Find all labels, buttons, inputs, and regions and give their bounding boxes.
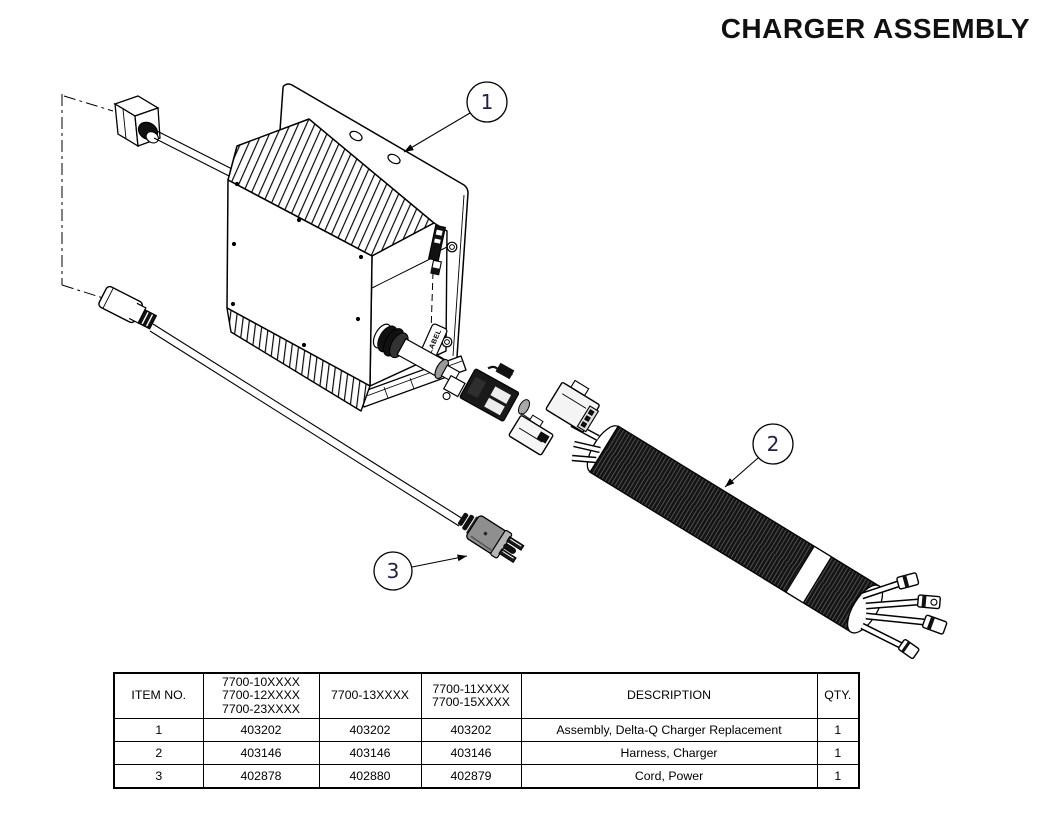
page-title: CHARGER ASSEMBLY bbox=[720, 13, 1030, 44]
cell-part-a: 403202 bbox=[202, 718, 320, 742]
callout-1-number: 1 bbox=[481, 90, 494, 114]
parts-table-container: ITEM NO. 7700-10XXXX 7700-12XXXX 7700-23… bbox=[113, 672, 860, 789]
col-header-models-c: 7700-11XXXX 7700-15XXXX bbox=[420, 672, 522, 719]
cell-part-c: 402879 bbox=[420, 764, 522, 789]
col-header-qty: QTY. bbox=[816, 672, 860, 719]
charger-harness bbox=[508, 379, 948, 660]
iec-connector bbox=[98, 285, 158, 330]
cell-item-no: 1 bbox=[113, 718, 204, 742]
col-header-models-b: 7700-13XXXX bbox=[318, 672, 422, 719]
cell-part-a: 403146 bbox=[202, 741, 320, 765]
harness-terminals bbox=[860, 572, 948, 660]
cell-part-b: 403146 bbox=[318, 741, 422, 765]
front-face-bolts bbox=[230, 181, 364, 348]
charger-bottom-fins bbox=[226, 307, 371, 412]
table-row: 2 403146 403146 403146 Harness, Charger … bbox=[113, 741, 860, 765]
callout-2-number: 2 bbox=[767, 432, 780, 456]
table-row: 1 403202 403202 403202 Assembly, Delta-Q… bbox=[113, 718, 860, 742]
upper-cord-connector bbox=[113, 95, 237, 179]
charger-connector-window bbox=[427, 224, 447, 262]
callout-1-bubble bbox=[466, 81, 508, 123]
charger-led-window bbox=[430, 259, 443, 276]
table-row: 3 402878 402880 402879 Cord, Power 1 bbox=[113, 764, 860, 789]
cell-description: Harness, Charger bbox=[520, 741, 818, 765]
callout-2-bubble bbox=[752, 423, 794, 465]
corrugated-tube bbox=[586, 425, 884, 634]
parts-table: ITEM NO. 7700-10XXXX 7700-12XXXX 7700-23… bbox=[113, 672, 860, 789]
callout-1: 1 bbox=[403, 81, 508, 153]
table-header-row: ITEM NO. 7700-10XXXX 7700-12XXXX 7700-23… bbox=[113, 672, 860, 719]
plug-prongs bbox=[498, 535, 525, 564]
harness-connectors bbox=[508, 379, 601, 464]
alignment-centerline bbox=[61, 94, 114, 299]
col-header-description: DESCRIPTION bbox=[520, 672, 818, 719]
cell-item-no: 3 bbox=[113, 764, 204, 789]
cell-part-c: 403146 bbox=[420, 741, 522, 765]
col-header-models-a: 7700-10XXXX 7700-12XXXX 7700-23XXXX bbox=[202, 672, 320, 719]
callout-2: 2 bbox=[724, 423, 794, 488]
cell-qty: 1 bbox=[816, 764, 860, 789]
cell-description: Assembly, Delta-Q Charger Replacement bbox=[520, 718, 818, 742]
cell-item-no: 2 bbox=[113, 741, 204, 765]
callout-3: 3 bbox=[373, 551, 468, 591]
cell-part-b: 403202 bbox=[318, 718, 422, 742]
cell-part-c: 403202 bbox=[420, 718, 522, 742]
cell-qty: 1 bbox=[816, 718, 860, 742]
power-cord bbox=[98, 285, 525, 564]
cell-part-b: 402880 bbox=[318, 764, 422, 789]
cell-qty: 1 bbox=[816, 741, 860, 765]
callout-3-bubble bbox=[373, 551, 413, 591]
dc-connector-charger-side bbox=[442, 362, 541, 427]
power-plug bbox=[458, 512, 525, 564]
charger-label-tag: LABEL bbox=[420, 323, 448, 359]
col-header-item-no: ITEM NO. bbox=[113, 672, 204, 719]
cell-description: Cord, Power bbox=[520, 764, 818, 789]
cell-part-a: 402878 bbox=[202, 764, 320, 789]
callout-3-number: 3 bbox=[387, 559, 400, 583]
